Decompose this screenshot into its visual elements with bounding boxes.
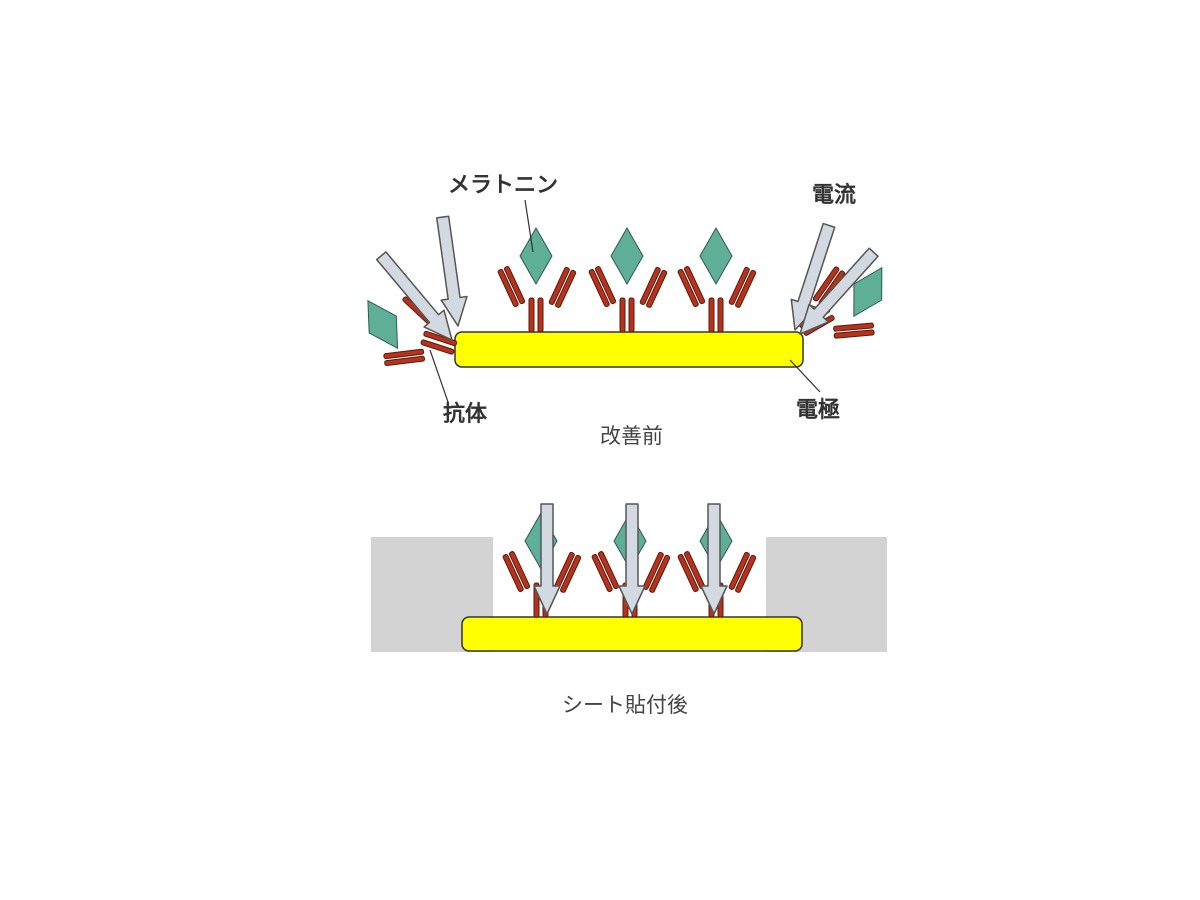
electrode-before [454, 331, 804, 368]
label-melatonin: メラトニン [448, 173, 558, 198]
melatonin-diamond [699, 227, 733, 285]
antibody-upright-3 [676, 227, 757, 333]
caption-after: シート貼付後 [562, 693, 688, 717]
electrode-after [461, 616, 803, 652]
before-panel: メラトニン 電流 抗体 電極 改善前 [353, 173, 897, 448]
label-electrode: 電極 [796, 397, 840, 423]
caption-before: 改善前 [600, 424, 663, 448]
label-antibody: 抗体 [443, 401, 488, 427]
antibody-upright-1 [496, 227, 577, 333]
label-current: 電流 [812, 182, 856, 208]
after-panel: シート貼付後 [371, 503, 887, 717]
melatonin-diamond [610, 227, 644, 285]
antibody-upright-2 [587, 227, 668, 333]
melatonin-diamond [519, 227, 553, 285]
